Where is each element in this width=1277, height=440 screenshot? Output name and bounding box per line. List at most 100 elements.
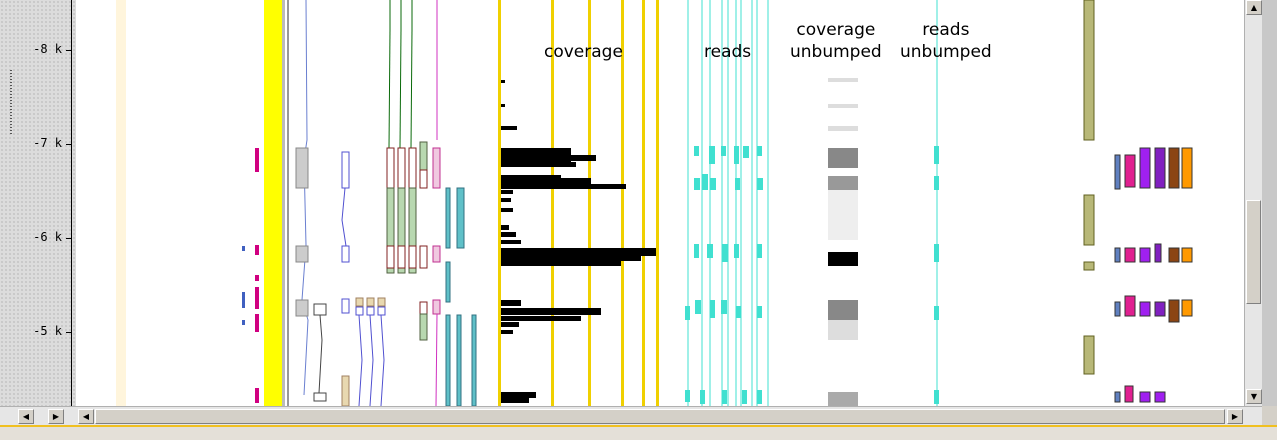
- coverage-bar: [501, 155, 596, 161]
- exon-outline: [313, 303, 327, 316]
- transcript-line: [301, 0, 309, 396]
- green-exon: [408, 187, 417, 274]
- arrow-right-icon[interactable]: ▶: [1227, 409, 1243, 424]
- read-block: [694, 244, 699, 258]
- arrow-left-icon[interactable]: ◀: [78, 409, 94, 424]
- gold-line: [498, 0, 501, 406]
- read-block: [734, 244, 739, 258]
- coverage-bar: [501, 80, 505, 83]
- transcript-line: [358, 314, 363, 406]
- arrow-down-icon[interactable]: ▼: [1246, 389, 1262, 404]
- read-block: [934, 244, 939, 262]
- coverage-bar: [501, 260, 621, 266]
- status-strip: [0, 425, 1277, 440]
- read-block: [743, 146, 749, 158]
- colored-feature: [1114, 301, 1121, 317]
- horizontal-scroll-thumb[interactable]: [95, 409, 1225, 424]
- ruler-tick: [66, 144, 72, 145]
- coverage-bar: [501, 190, 513, 194]
- horizontal-scrollbar[interactable]: ◀ ▶ ◀ ▶: [0, 406, 1262, 425]
- vertical-scrollbar[interactable]: ▲ ▼: [1244, 0, 1262, 406]
- exon-outline: [366, 306, 375, 316]
- coverage-unbumped-band: [828, 78, 858, 82]
- yellow-strip: [264, 0, 282, 406]
- read-block: [736, 306, 741, 318]
- read-block: [757, 244, 762, 258]
- ruler-tick-label: -6 k: [33, 230, 62, 244]
- colored-feature: [1154, 301, 1166, 317]
- coverage-bar: [501, 316, 581, 321]
- coverage-unbumped-band: [828, 104, 858, 108]
- exon-outline: [408, 245, 417, 269]
- transcript-line: [399, 29, 402, 149]
- teal-feature: [445, 314, 451, 406]
- gold-line: [588, 0, 591, 406]
- pink-exon: [432, 299, 441, 315]
- gold-line: [621, 0, 624, 406]
- coverage-bar: [501, 225, 509, 230]
- arrow-left-icon[interactable]: ◀: [18, 409, 34, 424]
- ruler-grip[interactable]: [10, 100, 12, 134]
- read-block: [735, 178, 740, 190]
- read-block: [722, 244, 728, 262]
- coverage-bar: [501, 232, 516, 237]
- gray-exon: [295, 147, 309, 189]
- coverage-bar: [501, 322, 519, 327]
- arrow-right-icon[interactable]: ▶: [48, 409, 64, 424]
- feature-canvas[interactable]: coverage reads coverage unbumped reads u…: [76, 0, 1244, 406]
- read-block: [757, 178, 763, 190]
- vertical-scroll-thumb[interactable]: [1246, 200, 1261, 304]
- teal-feature: [445, 187, 451, 249]
- read-block: [702, 174, 708, 190]
- read-block: [695, 300, 701, 314]
- green-exon: [419, 141, 428, 171]
- tan-exon: [377, 297, 386, 307]
- read-block: [709, 146, 715, 164]
- gray-divider: [287, 0, 289, 406]
- ruler-tick: [66, 332, 72, 333]
- colored-feature: [1124, 154, 1136, 188]
- colored-feature: [1154, 147, 1166, 189]
- teal-feature: [456, 314, 462, 406]
- colored-feature: [1181, 299, 1193, 317]
- window-edge: [1262, 0, 1277, 406]
- ruler-tick-label: -7 k: [33, 136, 62, 150]
- gray-divider: [282, 0, 285, 406]
- magenta-feature: [255, 388, 259, 403]
- exon-outline: [397, 245, 406, 269]
- coverage-bar: [501, 198, 511, 202]
- magenta-feature: [255, 245, 259, 255]
- pink-exon: [432, 147, 441, 189]
- arrow-up-icon[interactable]: ▲: [1246, 0, 1262, 15]
- transcript-line: [318, 314, 323, 394]
- blue-feature: [242, 246, 245, 251]
- exon-outline: [408, 147, 417, 189]
- colored-feature: [1181, 247, 1193, 263]
- coverage-bar: [501, 104, 505, 107]
- ruler-grip[interactable]: [10, 70, 12, 104]
- ruler-tick: [66, 50, 72, 51]
- read-block: [934, 146, 939, 164]
- colored-feature: [1114, 391, 1121, 403]
- coverage-bar: [501, 398, 529, 403]
- exon-outline: [341, 151, 350, 189]
- teal-feature: [445, 261, 451, 303]
- read-block: [707, 244, 713, 258]
- feature-tracks[interactable]: [76, 0, 1244, 406]
- gold-line: [551, 0, 554, 406]
- coverage-bar: [501, 162, 576, 167]
- colored-feature: [1124, 247, 1136, 263]
- exon-outline: [397, 147, 406, 189]
- transcript-line: [388, 29, 391, 149]
- tan-exon: [366, 297, 375, 307]
- coverage-unbumped-band: [828, 300, 858, 320]
- exon-outline: [341, 298, 350, 314]
- exon-outline: [313, 392, 327, 402]
- coverage-bar: [501, 175, 561, 179]
- tan-exon: [341, 375, 350, 406]
- read-block: [694, 146, 699, 156]
- ruler-tick-label: -5 k: [33, 324, 62, 338]
- colored-feature: [1114, 247, 1121, 263]
- colored-feature: [1139, 301, 1151, 317]
- green-exon: [397, 187, 406, 274]
